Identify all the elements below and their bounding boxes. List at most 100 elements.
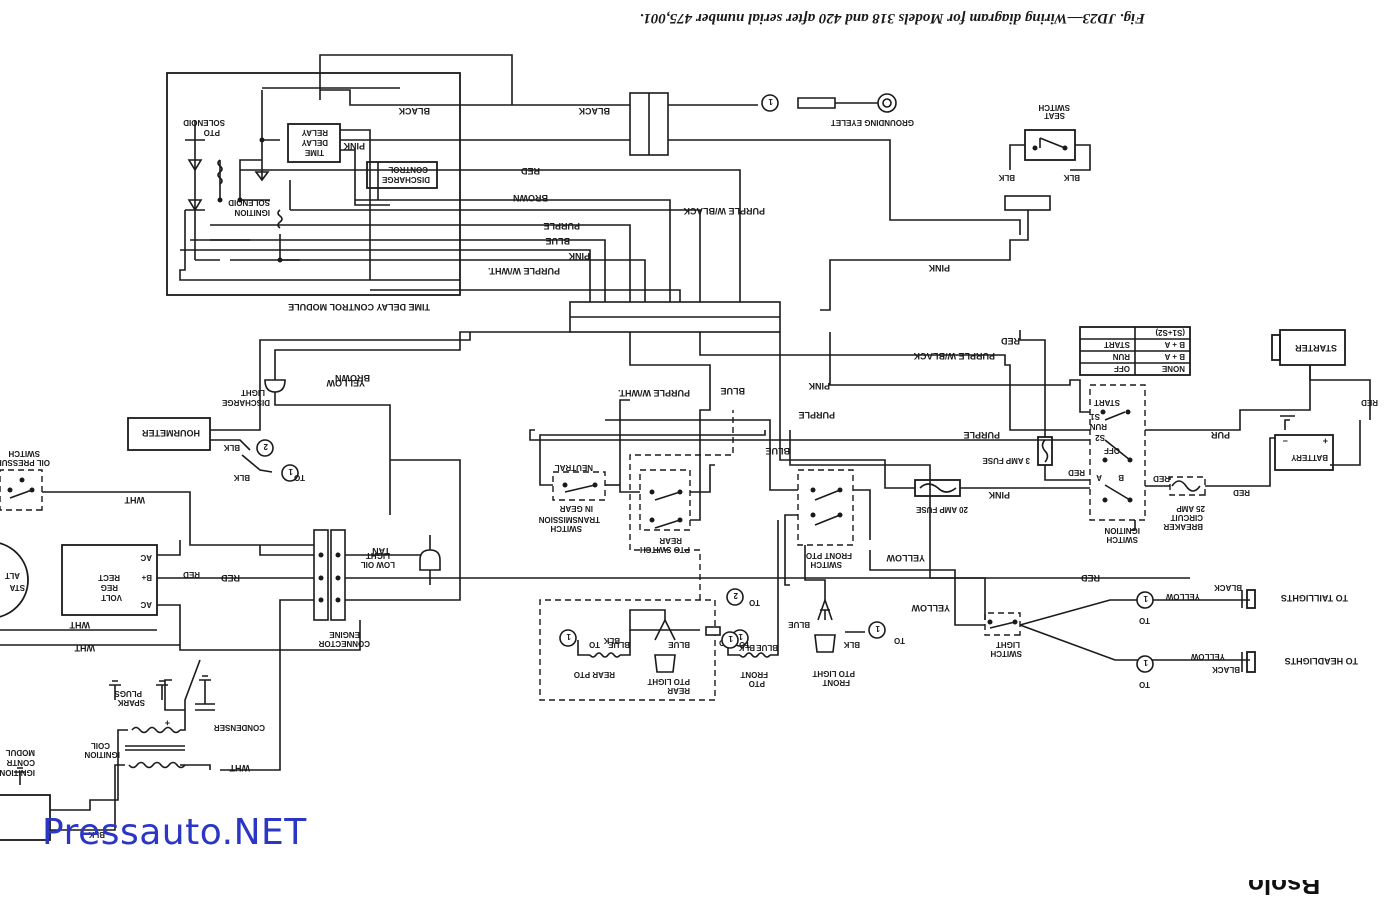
wire-label-black-1: BLACK [578,106,610,116]
svg-text:TO HEADLIGHTS: TO HEADLIGHTS [1285,656,1358,666]
svg-text:LIGHT: LIGHT [996,640,1020,649]
svg-text:CONTR: CONTR [6,758,35,767]
condenser: CONDENSER [195,675,265,732]
wire-label-blue-2: BLUE [766,446,791,456]
svg-text:YELLOW: YELLOW [1165,592,1200,601]
svg-text:DISCHARGE: DISCHARGE [381,175,430,184]
ground-ref-circle-2-rear [726,588,744,606]
svg-text:1: 1 [1143,658,1148,667]
hourmeter: HOURMETER BLK 2 BLK 1 TO [127,332,471,482]
svg-text:LIGHT: LIGHT [241,388,265,397]
wire-label-pur: PUR [1210,430,1230,440]
svg-text:IN GEAR: IN GEAR [559,504,593,513]
svg-text:BLK: BLK [1063,173,1080,182]
wire-label-pink-2: PINK [343,141,365,151]
svg-text:1: 1 [566,632,571,641]
svg-text:FRONT: FRONT [740,670,768,679]
svg-text:ENGINE: ENGINE [329,630,360,639]
svg-text:IGNITION: IGNITION [1104,526,1140,535]
svg-text:TO: TO [294,473,305,482]
three-amp-fuse: 3 AMP FUSE RED RED [982,330,1090,481]
svg-text:OFF: OFF [1114,364,1130,373]
svg-text:START: START [1104,340,1130,349]
wire-purple-long [529,429,1090,441]
engine-connector: ENGINE CONNECTOR TAN RED [170,459,1190,771]
ground-ref-circle-taillights [1136,591,1154,609]
svg-text:CIRCUIT: CIRCUIT [1170,513,1203,522]
svg-text:STA: STA [9,583,25,592]
svg-text:SWITCH: SWITCH [990,649,1022,658]
front-pto-switch: FRONT PTO SWITCH BLUE PURPLE [605,410,871,586]
alternator-stator: STA ALT [0,542,29,618]
svg-text:PTO LIGHT: PTO LIGHT [647,677,690,686]
svg-text:BLACK: BLACK [1214,583,1242,592]
svg-text:RED: RED [1068,468,1085,477]
to-taillights: TO TAILLIGHTS BLACK YELLOW 1 TO [1136,583,1348,625]
discharge-light: DISCHARGE LIGHT BROWN YELLOW [221,331,570,515]
svg-text:TO: TO [749,598,760,607]
svg-text:AC: AC [140,600,152,609]
svg-text:YELLOW: YELLOW [1190,652,1225,661]
svg-text:SWITCH: SWITCH [1038,103,1070,112]
svg-text:S1: S1 [1090,412,1100,421]
svg-text:SPARK: SPARK [117,698,145,707]
svg-text:BLUE: BLUE [756,643,778,652]
svg-text:SWITCH: SWITCH [810,560,842,569]
svg-text:TO: TO [894,636,905,645]
ground-ref-circle-hourmeter [256,439,274,457]
svg-text:CONNECTOR: CONNECTOR [318,639,370,648]
svg-text:RED: RED [1153,474,1170,483]
svg-text:RELAY: RELAY [301,128,328,137]
wire-label-blue-3: BLUE [721,386,746,396]
ignition-switch: IGNITION SWITCH B A OFF S2 RUN S1 START [1089,384,1146,544]
svg-text:S2: S2 [1095,433,1105,442]
wire-purple-ign [829,332,1090,413]
wire-label-blue-1: BLUE [546,236,571,246]
wire-label-pink-4: PINK [988,490,1010,500]
svg-text:SWITCH: SWITCH [8,449,40,458]
svg-text:IGNITION: IGNITION [84,750,120,759]
svg-text:SOLENOID: SOLENOID [228,198,270,207]
rear-pto-switch: REAR PTO SWITCH BLUE PURPLE W/WHT. [618,332,745,554]
svg-text:NONE: NONE [1161,364,1185,373]
wire-label-yellow-1: YELLOW [911,603,950,613]
svg-text:SWITCH: SWITCH [1106,535,1138,544]
svg-text:RUN: RUN [1112,352,1130,361]
wire-label-yellow-3: YELLOW [326,378,365,388]
svg-text:PTO SWITCH: PTO SWITCH [640,545,690,554]
module-wire-bus: PURPLE W/WHT. PINK BLUE PURPLE PURPLE W/… [179,166,765,325]
svg-text:25 AMP: 25 AMP [1176,504,1205,513]
svg-text:B: B [1118,473,1124,482]
svg-text:PLUGS: PLUGS [114,689,142,698]
svg-text:VOLT: VOLT [101,593,122,602]
svg-text:1: 1 [875,624,880,633]
rear-pto-dashed-region [539,410,734,701]
rear-pto-solenoid: REAR PTO BLK 1 TO BLUE [559,629,631,679]
svg-text:RED: RED [183,570,200,579]
wire-label-brown-1: BROWN [513,193,548,203]
front-pto-solenoid: FRONT PTO BLUE BLK 1 TO [719,520,779,688]
svg-text:DELAY: DELAY [301,138,328,147]
svg-text:20 AMP FUSE: 20 AMP FUSE [915,505,968,514]
svg-text:BATTERY: BATTERY [1290,453,1328,462]
svg-text:RED: RED [1361,398,1378,407]
svg-text:COIL: COIL [91,741,110,750]
svg-text:BLK: BLK [223,443,240,452]
transmission-switch: NEUTRAL IN GEAR TRANSMISSION SWITCH [538,430,766,533]
starter: STARTER RED [1271,329,1378,420]
svg-text:SEAT: SEAT [1044,111,1065,120]
wire-label-yellow-2: YELLOW [886,553,925,563]
wire-label-tan: TAN [372,546,390,556]
svg-text:+: + [1323,436,1328,446]
wire-label-purple-wblack-1: PURPLE W/BLACK [683,206,765,216]
low-oil-light: LOW OIL LIGHT [361,549,441,585]
svg-text:+: + [165,718,170,728]
grounding-eyelet-label: GROUNDING EYELET [831,118,914,127]
circuit-breaker-25amp: 25 AMP CIRCUIT BREAKER RED RED [1145,437,1275,531]
wire-label-wht-3: WHT [74,643,95,653]
wire-label-purple-1: PURPLE [543,221,580,231]
svg-text:START: START [1094,398,1120,407]
svg-text:STARTER: STARTER [1295,343,1337,353]
svg-text:BLUE: BLUE [608,640,630,649]
